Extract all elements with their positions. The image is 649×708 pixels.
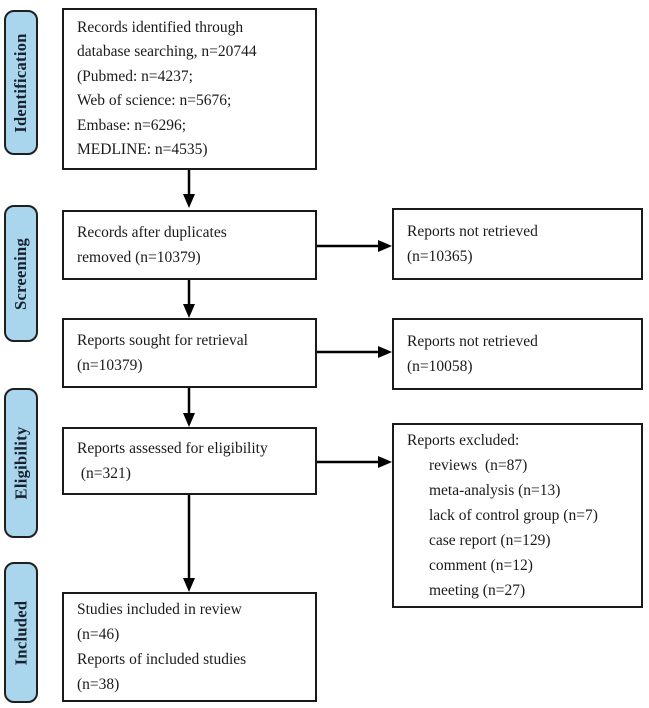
box-not-retrieved-2: Reports not retrieved (n=10058) xyxy=(392,318,643,390)
box-text-line: Reports assessed for eligibility xyxy=(77,440,268,457)
arrowhead-assessed-to-excluded xyxy=(378,456,392,468)
arrowhead-sought-to-assessed xyxy=(183,413,195,427)
box-text-line: Web of science: n=5676; xyxy=(77,92,232,109)
box-text-line: MEDLINE: n=4535) xyxy=(77,141,208,158)
box-text-line: Studies included in review xyxy=(77,601,242,618)
box-text-line: Reports of included studies xyxy=(77,651,247,668)
box-records-identified: Records identified through database sear… xyxy=(62,8,317,170)
stage-label-identification: Identification xyxy=(11,32,31,133)
stage-tab-included: Included xyxy=(4,562,38,703)
stage-tab-eligibility: Eligibility xyxy=(4,388,38,538)
excluded-item: case report (n=129) xyxy=(429,532,551,549)
stage-tab-screening: Screening xyxy=(4,205,38,342)
box-text-line: (n=10379) xyxy=(77,357,143,374)
box-included-studies: Studies included in review (n=46) Report… xyxy=(62,592,317,702)
box-text-line: Reports sought for retrieval xyxy=(77,332,248,349)
excluded-item: comment (n=12) xyxy=(429,557,533,574)
excluded-item: reviews (n=87) xyxy=(429,457,528,474)
box-text-line: (n=10365) xyxy=(407,248,473,265)
box-sought-retrieval: Reports sought for retrieval (n=10379) xyxy=(62,318,317,388)
arrowhead-duplicates-to-not-retrieved xyxy=(378,240,392,252)
box-text-line: (Pubmed: n=4237; xyxy=(77,67,193,85)
box-text-line: (n=46) xyxy=(77,626,120,643)
box-duplicates-removed: Records after duplicates removed (n=1037… xyxy=(62,210,317,280)
arrowhead-duplicates-to-sought xyxy=(183,304,195,318)
box-text-line: database searching, n=20744 xyxy=(77,43,257,60)
stage-label-included: Included xyxy=(11,600,31,665)
box-text-line: Reports not retrieved xyxy=(407,223,538,240)
box-text-line: Records identified through xyxy=(77,18,244,36)
arrowhead-sought-to-not-retrieved xyxy=(378,346,392,358)
stage-label-screening: Screening xyxy=(11,237,30,310)
excluded-item: lack of control group (n=7) xyxy=(429,507,598,524)
box-text-line: Embase: n=6296; xyxy=(77,116,187,134)
box-text-line: Reports excluded: xyxy=(407,432,520,449)
box-not-retrieved-1: Reports not retrieved (n=10365) xyxy=(392,208,643,280)
stage-label-eligibility: Eligibility xyxy=(11,426,31,500)
arrowhead-assessed-to-included xyxy=(183,578,195,592)
stage-tab-identification: Identification xyxy=(4,10,38,155)
excluded-item: meta-analysis (n=13) xyxy=(429,482,561,499)
box-text-line: Reports not retrieved xyxy=(407,333,538,350)
excluded-item: meeting (n=27) xyxy=(429,582,526,599)
box-text-line: (n=38) xyxy=(77,676,120,693)
box-text-line: Records after duplicates xyxy=(77,224,227,241)
arrowhead-identified-to-duplicates xyxy=(183,194,195,208)
box-text-line: (n=321) xyxy=(77,465,131,482)
box-text-line: (n=10058) xyxy=(407,358,473,375)
box-assessed-eligibility: Reports assessed for eligibility (n=321) xyxy=(62,427,317,495)
box-text-line: removed (n=10379) xyxy=(77,249,201,266)
box-reports-excluded: Reports excluded: reviews (n=87) meta-an… xyxy=(392,423,643,608)
